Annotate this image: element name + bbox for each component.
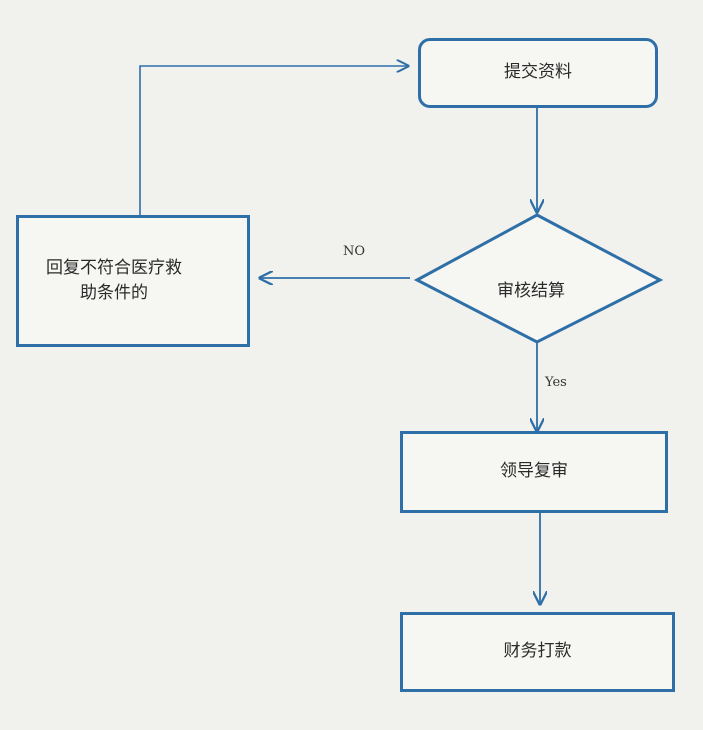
reject-node-label: 回复不符合医疗救助条件的 <box>46 257 182 304</box>
leader-node: 领导复审 <box>400 431 668 513</box>
finance-node: 财务打款 <box>400 612 675 692</box>
review-decision-diamond <box>413 213 664 344</box>
finance-node-label: 财务打款 <box>503 641 572 662</box>
review-node-label: 审核结算 <box>497 281 565 301</box>
reject-node: 回复不符合医疗救助条件的 <box>16 215 250 347</box>
yes-edge-label: Yes <box>545 375 567 390</box>
submit-node: 提交资料 <box>418 38 658 108</box>
loop-back-arrow <box>139 66 408 215</box>
leader-node-label: 领导复审 <box>500 461 568 482</box>
no-edge-label: NO <box>343 244 366 259</box>
submit-node-label: 提交资料 <box>504 62 572 83</box>
